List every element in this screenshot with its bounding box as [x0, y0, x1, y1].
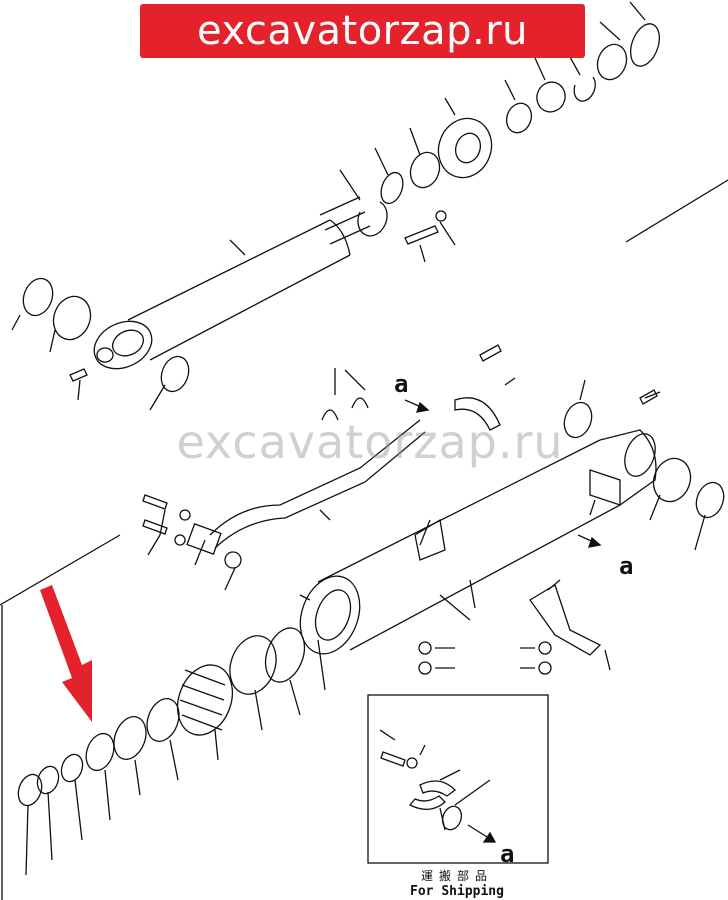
cylinder-tube-assembly — [299, 429, 657, 655]
bushing-part — [52, 295, 92, 341]
ring-part — [264, 627, 306, 683]
nut-part — [418, 661, 432, 675]
ring-part — [229, 635, 277, 695]
seal-part — [160, 355, 190, 393]
washer-part — [179, 509, 191, 521]
callout-arrow-head — [416, 401, 430, 413]
bolt-part — [142, 519, 168, 535]
site-banner: excavatorzap.ru — [140, 4, 585, 58]
ring-part — [380, 171, 404, 205]
bushing-part — [652, 457, 692, 503]
clamp-part — [408, 795, 446, 810]
callout-a-inset: a — [500, 840, 515, 868]
watermark-text: excavatorzap.ru — [176, 415, 564, 469]
shipping-label-english: For Shipping — [410, 884, 504, 899]
seal-part — [563, 401, 593, 439]
ring-part — [441, 805, 463, 831]
shipping-label-japanese: 運搬部品 — [420, 869, 493, 883]
ring-part — [85, 732, 115, 772]
ring-part — [505, 102, 533, 134]
u-bolt-part — [321, 397, 369, 421]
grease-fitting — [69, 368, 88, 382]
piston-rod-assembly — [93, 196, 371, 370]
cylinder-head — [437, 117, 493, 179]
nut-part — [538, 641, 552, 655]
bushing-part — [409, 151, 441, 189]
grease-fitting — [639, 389, 658, 405]
piston-part — [176, 664, 234, 736]
frame-line — [0, 534, 121, 606]
shipping-inset-box — [367, 694, 549, 864]
snap-ring-part — [357, 201, 388, 237]
cylinder-head-bore — [454, 132, 482, 164]
ring-part — [596, 43, 628, 81]
callout-a-right: a — [619, 552, 634, 580]
hydraulic-pipe — [214, 431, 426, 549]
ring-part — [17, 773, 43, 807]
nut-part — [538, 661, 552, 675]
snap-ring-part — [573, 76, 596, 102]
washer-part — [406, 757, 418, 769]
clamp-part — [419, 780, 456, 797]
seal-part — [695, 481, 725, 519]
bushing-part — [22, 277, 54, 317]
bushing-part — [536, 81, 566, 113]
ring-part — [36, 765, 60, 795]
bracket-part — [414, 518, 446, 561]
callout-arrow-head — [588, 536, 602, 548]
clamp-part — [454, 397, 501, 431]
nut-part — [418, 641, 432, 655]
bolt-part — [142, 494, 168, 510]
o-ring-part — [224, 551, 242, 569]
leader-lines — [11, 1, 706, 876]
ring-part — [60, 753, 84, 783]
ring-part — [146, 698, 180, 742]
bolt-part — [380, 751, 406, 767]
ring-part — [113, 716, 147, 760]
red-pointer-arrow — [40, 585, 92, 722]
o-ring-part — [630, 23, 660, 67]
washer-part — [174, 534, 186, 546]
leader-lines — [379, 729, 491, 831]
washer-part — [435, 210, 447, 222]
hydraulic-pipe — [209, 419, 421, 536]
shipping-arrow-head — [482, 831, 497, 843]
bolt-part — [479, 344, 502, 362]
callout-a-upper: a — [394, 370, 409, 398]
bolt-part — [404, 225, 439, 245]
piston-grooves — [179, 669, 226, 731]
flange-part — [186, 523, 222, 555]
frame-line — [625, 179, 728, 243]
